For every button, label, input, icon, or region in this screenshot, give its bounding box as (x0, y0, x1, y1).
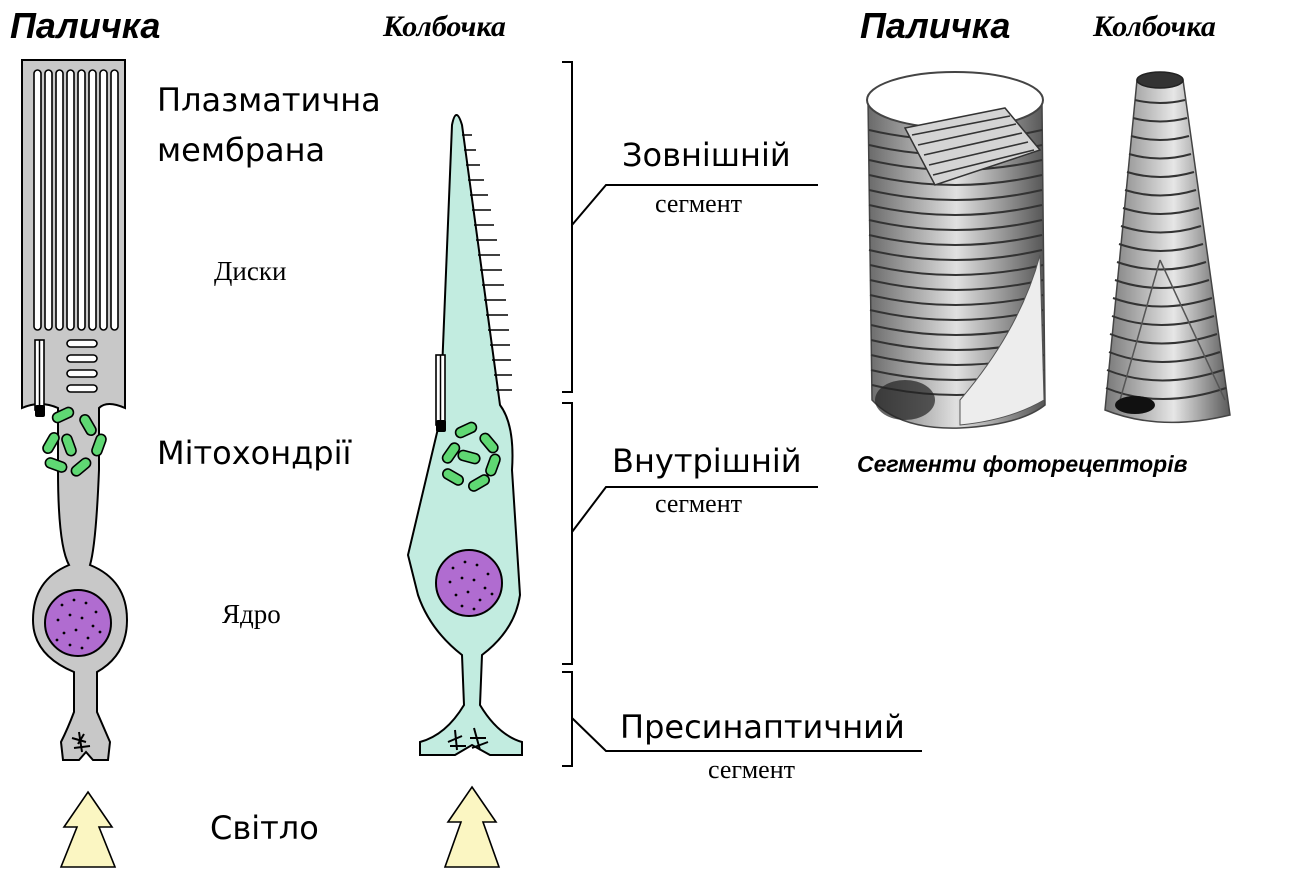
cone-cilium (436, 355, 446, 432)
rod-title-left: Паличка (10, 5, 160, 46)
rod-title-right: Паличка (860, 5, 1010, 46)
cone-cell (408, 115, 522, 755)
light-arrow-cone (445, 787, 499, 867)
cone-3d-top (1137, 72, 1183, 88)
outer-segment-word: сегмент (655, 189, 742, 218)
cone-title-left: Колбочка (382, 10, 506, 43)
membrane-label-line2: мембрана (157, 131, 325, 169)
presynaptic-segment-word: сегмент (708, 755, 795, 784)
cone-title-right: Колбочка (1092, 10, 1216, 43)
outer-segment-label: Зовнішній (622, 136, 791, 174)
cone-segment-3d (1105, 72, 1230, 422)
rod-segment-3d (867, 72, 1045, 428)
figure-caption: Сегменти фоторецепторів (857, 451, 1188, 477)
membrane-label-line1: Плазматична (157, 81, 381, 119)
cone-nucleus (436, 550, 502, 616)
rod-nucleus (45, 590, 111, 656)
rod-3d-base (875, 380, 935, 420)
presynaptic-segment-label: Пресинаптичний (620, 708, 905, 746)
inner-segment-label: Внутрішній (612, 442, 802, 480)
cone-3d-base (1115, 396, 1155, 414)
mitochondria-label: Мітохондрії (157, 434, 352, 472)
disks-label: Диски (214, 256, 286, 286)
presynaptic-segment-bracket (562, 672, 572, 766)
rod-cell (22, 60, 127, 760)
rod-cilium (35, 340, 45, 417)
inner-segment-bracket (562, 403, 572, 664)
outer-segment-bracket (562, 62, 572, 392)
inner-segment-word: сегмент (655, 489, 742, 518)
light-label: Світло (210, 809, 319, 847)
light-arrow-rod (61, 792, 115, 867)
nucleus-label: Ядро (222, 599, 281, 629)
